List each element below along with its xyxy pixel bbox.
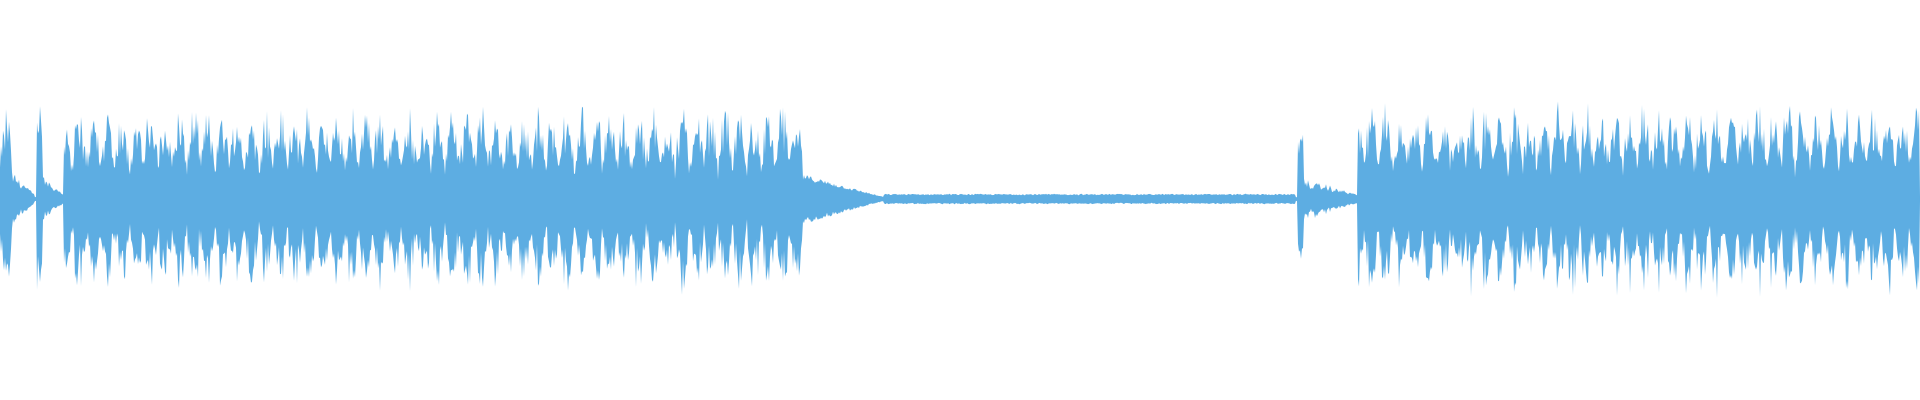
waveform-bars <box>0 101 1920 298</box>
